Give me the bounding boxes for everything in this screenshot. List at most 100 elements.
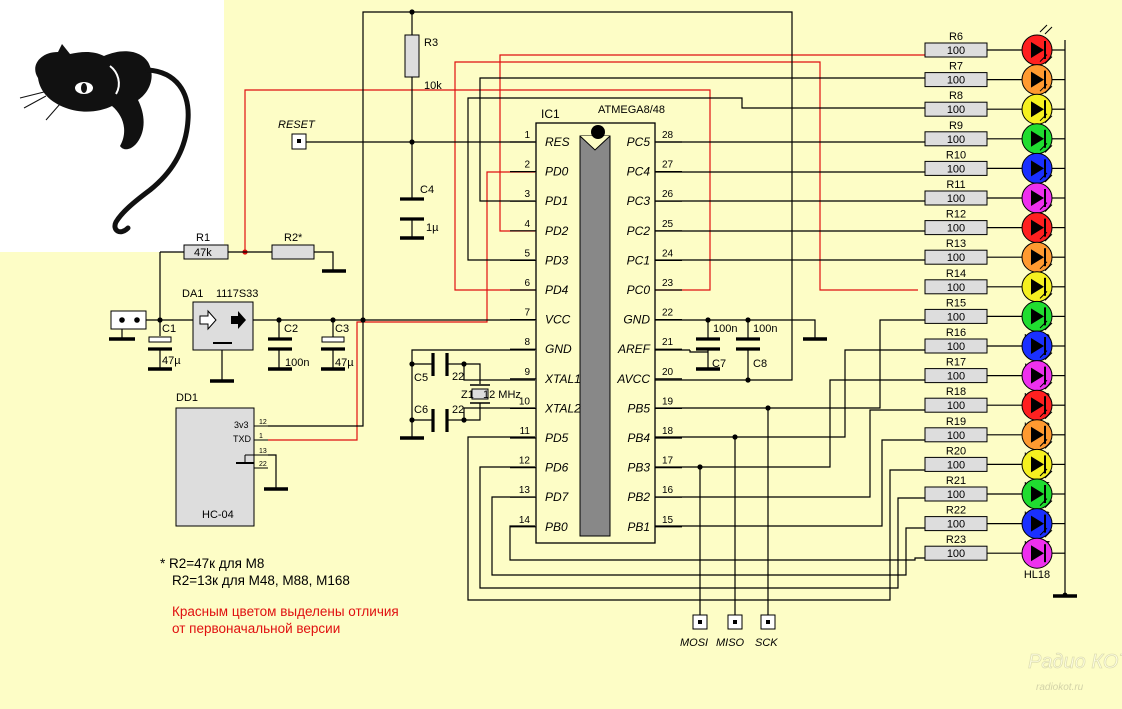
logo-background	[0, 0, 224, 252]
black-wires	[121, 11, 1066, 615]
led-resistor-ref: R17	[946, 357, 966, 369]
capacitor-c2: C2 100n	[268, 323, 309, 369]
cat-logo	[19, 44, 191, 235]
ic1-pin-name: PC0	[627, 283, 651, 297]
led-resistor-value: 100	[947, 45, 965, 57]
ic1-pin-number: 9	[524, 367, 530, 378]
capacitor-c6: C6 22	[414, 404, 464, 432]
dd1-ref: DD1	[176, 392, 198, 404]
watermark: Радио КОТ radiokot.ru	[1028, 651, 1122, 693]
led-resistor-value: 100	[947, 519, 965, 531]
resistor-r3: R3 10k	[404, 34, 442, 92]
led-resistor-value: 100	[947, 223, 965, 235]
ic1-pin-number: 24	[662, 248, 674, 259]
led-ref: HL18	[1024, 569, 1050, 581]
ground-symbols	[109, 236, 1077, 598]
ic1-pin-name: PD7	[545, 490, 570, 504]
led-resistor-value: 100	[947, 252, 965, 264]
led-resistor-ref: R21	[946, 475, 966, 487]
module-dd1: DD1 HC-04 3v3 TXD 12 1 13 22	[175, 392, 268, 527]
ic1-pin-number: 13	[519, 485, 531, 496]
dd1-pin-num: 13	[259, 448, 267, 455]
led-resistor-value: 100	[947, 341, 965, 353]
ic1-pin-number: 7	[524, 308, 530, 319]
ic1-pin-name: VCC	[545, 313, 571, 327]
notes: * R2=47к для M8 R2=13к для M48, M88, M16…	[160, 556, 399, 636]
led-resistor-value: 100	[947, 104, 965, 116]
led-resistor-ref: R16	[946, 327, 966, 339]
c2-ref: C2	[284, 323, 298, 335]
dd1-pin-num: 22	[259, 461, 267, 468]
ic1-pin-name: XTAL1	[544, 372, 581, 386]
r1-value: 47k	[194, 247, 212, 259]
c3-ref: C3	[335, 323, 349, 335]
led-resistor-ref: R23	[946, 534, 966, 546]
led-resistor-value: 100	[947, 371, 965, 383]
ic1-pin-name: AREF	[617, 342, 651, 356]
dd1-pin-3v3: 3v3	[234, 420, 249, 430]
note-line-1: * R2=47к для M8	[160, 556, 264, 571]
ic1-ref: IC1	[541, 107, 560, 121]
led-resistor-ref: R9	[949, 120, 963, 132]
led-resistor-ref: R8	[949, 90, 963, 102]
ic1-pin-number: 19	[662, 396, 674, 407]
ic1-pin-name: RES	[545, 135, 570, 149]
dd1-pin-txd: TXD	[233, 434, 252, 444]
c5-ref: C5	[414, 372, 428, 384]
ic1-pin-name: PB5	[627, 401, 650, 415]
ic1-pin-name: PB1	[627, 520, 650, 534]
ic1-pin-name: PD1	[545, 194, 568, 208]
isp-connector: MOSI MISO SCK	[680, 614, 778, 649]
ic1-pin-name: XTAL2	[544, 401, 581, 415]
led-stage: R16100HL11	[924, 320, 1065, 374]
ic1-pin-number: 26	[662, 189, 674, 200]
ic1-pin-number: 14	[519, 515, 531, 526]
ic1-pin-number: 23	[662, 278, 674, 289]
crystal-z1: Z1 12 MHz	[461, 384, 521, 404]
ic1-pin-number: 21	[662, 337, 674, 348]
ic1-pin-name: PB2	[627, 490, 650, 504]
ic1-pin-name: PD6	[545, 461, 569, 475]
dd1-pin-num: 12	[259, 419, 267, 426]
r1-ref: R1	[196, 232, 210, 244]
led-resistor-value: 100	[947, 193, 965, 205]
reset-label: RESET	[278, 119, 316, 131]
led-resistor-ref: R7	[949, 61, 963, 73]
ic1-pin-number: 3	[524, 189, 530, 200]
ic1-pin-name: GND	[545, 342, 572, 356]
ic1-pin-number: 22	[662, 308, 674, 319]
c6-value: 22	[452, 404, 464, 416]
ic1-pin-name: PD2	[545, 224, 569, 238]
led-resistor-value: 100	[947, 489, 965, 501]
ic1-pin-number: 10	[519, 396, 531, 407]
da1-part: 1117S33	[216, 288, 258, 300]
resistor-r1: R1 47k	[183, 232, 229, 260]
led-resistor-ref: R18	[946, 386, 966, 398]
ic1-pin-name: PD5	[545, 431, 569, 445]
r3-value: 10k	[424, 80, 442, 92]
ic1-pin-name: PC3	[627, 194, 651, 208]
da1-ref: DA1	[182, 288, 203, 300]
watermark-title: Радио КОТ	[1028, 651, 1122, 673]
ic1-pin-name: PB4	[627, 431, 650, 445]
led-resistor-value: 100	[947, 134, 965, 146]
led-resistor-ref: R14	[946, 268, 966, 280]
ic1-pin-number: 18	[662, 426, 674, 437]
watermark-url: radiokot.ru	[1036, 682, 1084, 693]
capacitor-c3: C3 47µ	[321, 323, 354, 369]
ic1-pin-number: 16	[662, 485, 674, 496]
ic1-pin-name: PB0	[545, 520, 568, 534]
z1-value: 12 MHz	[483, 389, 521, 401]
led-stage: R13100HL8	[924, 231, 1065, 285]
ic1-pin-number: 20	[662, 367, 674, 378]
led-resistor-value: 100	[947, 459, 965, 471]
led-resistor-ref: R12	[946, 209, 966, 221]
ic1-pin-name: PB3	[627, 461, 650, 475]
z1-ref: Z1	[461, 389, 474, 401]
c2-value: 100n	[285, 357, 309, 369]
isp-sck-label: SCK	[755, 637, 778, 649]
led-resistor-ref: R22	[946, 505, 966, 517]
reset-pad: RESET	[278, 119, 316, 150]
